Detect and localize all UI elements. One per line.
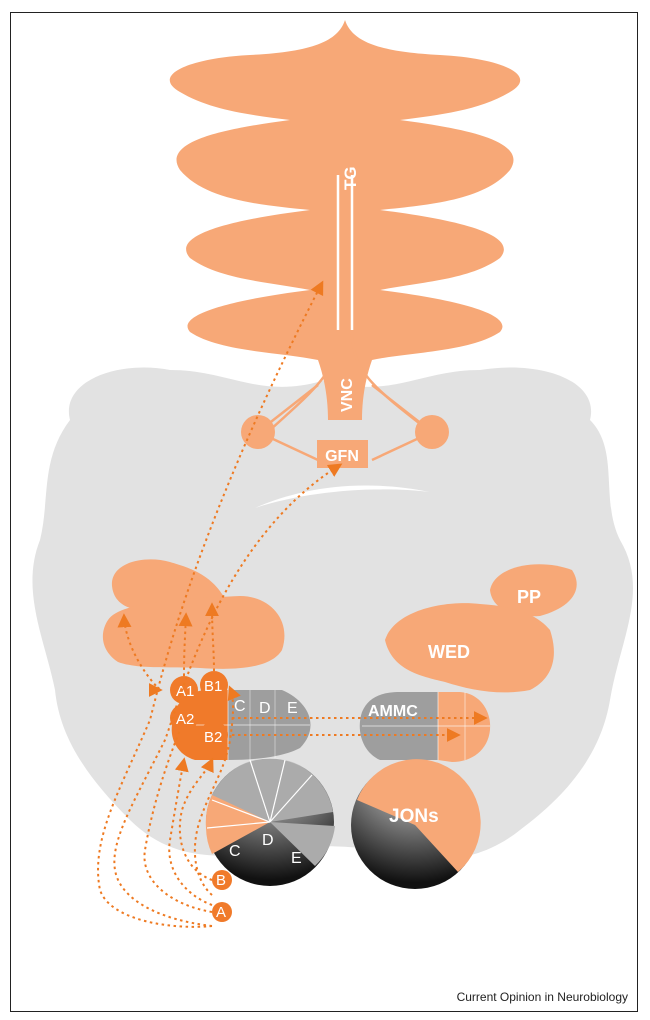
right-antenna-pie xyxy=(351,759,481,889)
label-ammc: AMMC xyxy=(368,703,418,720)
pie-label-d: D xyxy=(262,832,274,849)
label-c: C xyxy=(234,698,246,715)
gfn-soma-left xyxy=(241,415,275,449)
caption: Current Opinion in Neurobiology xyxy=(456,990,628,1004)
brain-slit xyxy=(255,485,430,508)
left-wed-region xyxy=(102,596,285,669)
pie-node-a xyxy=(212,902,232,922)
pie-label-e: E xyxy=(291,850,302,867)
label-wed: WED xyxy=(428,642,470,662)
right-ammc-orange xyxy=(438,692,491,762)
label-jons: JONs xyxy=(389,806,439,827)
node-b1 xyxy=(200,671,228,699)
node-a2 xyxy=(170,704,198,732)
label-a1: A1 xyxy=(176,683,194,700)
label-d: D xyxy=(259,700,271,717)
label-tg: TG xyxy=(341,166,360,190)
pie-label-b: B xyxy=(216,872,226,889)
projection-arrows xyxy=(97,280,488,928)
gfn-soma-right xyxy=(415,415,449,449)
pie-label-c: C xyxy=(229,843,241,860)
right-pp-region xyxy=(490,564,577,617)
label-vnc: VNC xyxy=(339,378,356,412)
label-b2: B2 xyxy=(204,729,222,746)
label-gfn: GFN xyxy=(325,448,359,465)
gfn-box xyxy=(317,440,368,468)
label-b1: B1 xyxy=(204,678,222,695)
node-a1 xyxy=(170,676,198,704)
pie-node-b xyxy=(212,870,232,890)
left-antenna-pie xyxy=(205,758,335,886)
label-a2: A2 xyxy=(176,711,194,728)
label-pp: PP xyxy=(517,587,541,607)
pie-label-a: A xyxy=(216,904,226,921)
thoracic-ganglion xyxy=(169,20,521,420)
node-b2 xyxy=(200,721,228,749)
label-e: E xyxy=(287,700,298,717)
right-wed-region xyxy=(385,603,554,693)
